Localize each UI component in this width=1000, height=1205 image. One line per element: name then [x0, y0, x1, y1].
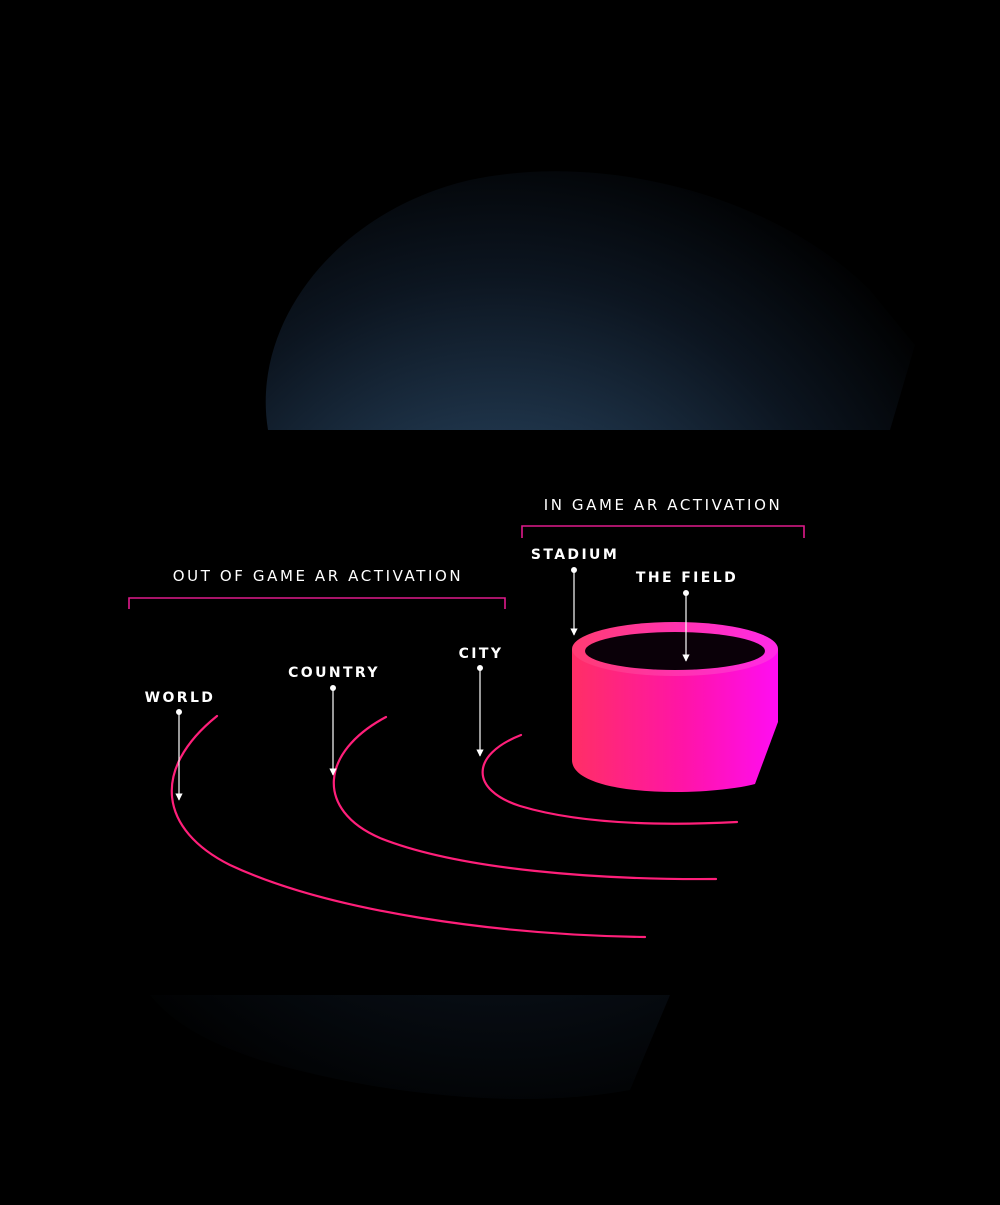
out-of-game-bracket — [128, 597, 506, 609]
world-pointer — [175, 708, 183, 801]
field-label: THE FIELD — [636, 570, 738, 586]
in-game-bracket — [521, 525, 805, 538]
stadium-label: STADIUM — [531, 547, 619, 563]
world-arc — [170, 714, 647, 939]
glow-bottom — [150, 995, 670, 1099]
cylinder-opening — [585, 632, 765, 670]
city-pointer — [476, 664, 484, 757]
out-of-game-group: OUT OF GAME AR ACTIVATION — [128, 567, 506, 609]
glow-top — [265, 171, 916, 431]
pointer-lines — [175, 566, 690, 801]
level-arcs — [170, 714, 739, 939]
in-game-group: IN GAME AR ACTIVATION — [521, 496, 805, 538]
cylinder-body — [572, 649, 778, 792]
world-label: WORLD — [145, 690, 216, 706]
field-pointer — [682, 589, 690, 662]
background-glow — [150, 171, 916, 1099]
city-label: CITY — [459, 646, 504, 662]
country-label: COUNTRY — [288, 665, 380, 681]
country-pointer — [329, 684, 337, 776]
in-game-label: IN GAME AR ACTIVATION — [544, 496, 783, 514]
country-arc — [332, 715, 718, 881]
stadium-pointer — [570, 566, 578, 636]
city-arc — [481, 733, 739, 825]
level-labels: WORLD COUNTRY CITY STADIUM THE FIELD — [145, 547, 738, 706]
out-of-game-label: OUT OF GAME AR ACTIVATION — [173, 567, 464, 585]
stadium-cylinder — [572, 622, 778, 792]
